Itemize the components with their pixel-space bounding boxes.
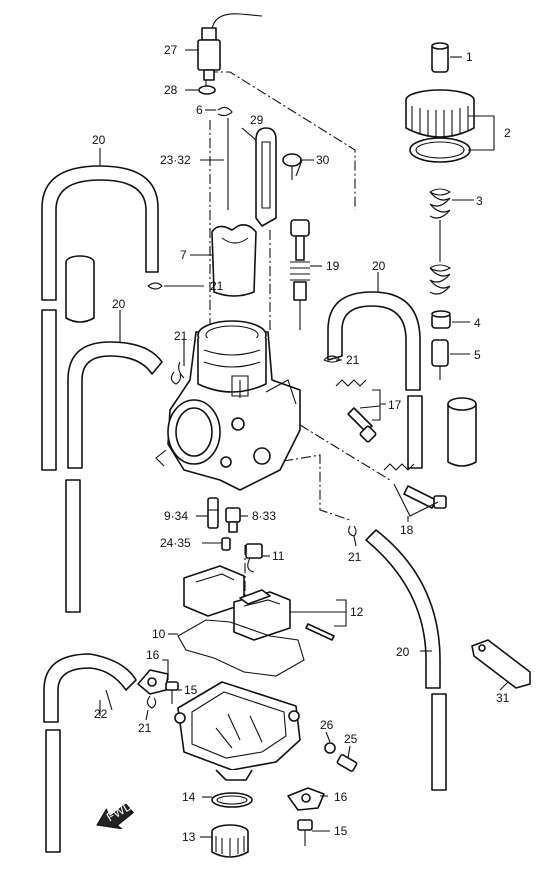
- part-1-cap-plug: [431, 42, 449, 73]
- callout-21-d: 21: [348, 550, 362, 564]
- part-19-plunger: [290, 219, 310, 330]
- callout-12: 12: [350, 605, 364, 619]
- callout-7: 7: [180, 248, 187, 262]
- part-25-drain-screw: [336, 754, 358, 772]
- callout-21-b: 21: [174, 329, 188, 343]
- part-11-needle-valve: [245, 543, 263, 573]
- part-8-33-pilot-jet: [225, 507, 241, 533]
- callout-16-b: 16: [334, 790, 348, 804]
- callout-15-a: 15: [184, 683, 198, 697]
- callout-13: 13: [182, 830, 196, 844]
- callout-3: 3: [476, 194, 483, 208]
- callout-2: 2: [504, 126, 511, 140]
- callout-18: 18: [400, 523, 414, 537]
- callout-4: 4: [474, 316, 481, 330]
- part-2-mixing-chamber-cap: [405, 89, 475, 163]
- float-bowl: [174, 681, 301, 781]
- part-22-hose-lower-left: [43, 653, 137, 853]
- part-21-clip-5: [146, 695, 157, 709]
- callout-17: 17: [388, 398, 402, 412]
- part-12-float: [183, 565, 335, 641]
- part-20-hose-left-upper: [41, 165, 159, 301]
- part-15-bolt-upper: [165, 681, 179, 704]
- callout-labels: 27 28 6 29 30 23·32 7 19 21 21 21 20 20 …: [92, 43, 511, 844]
- callout-21-e: 21: [138, 721, 152, 735]
- part-24-35-jet: [221, 537, 231, 551]
- leader-lines: [99, 49, 509, 838]
- callout-20-d: 20: [396, 645, 410, 659]
- part-31-bracket: [471, 639, 531, 689]
- part-28-o-ring: [198, 85, 216, 95]
- callout-20-c: 20: [372, 259, 386, 273]
- part-4-spring-seat: [431, 310, 451, 329]
- part-13-plug: [211, 824, 249, 858]
- part-30-screw: [282, 153, 302, 180]
- callout-1: 1: [466, 50, 473, 64]
- forward-arrow-icon: FWD: [96, 798, 135, 830]
- callout-23-32: 23·32: [160, 153, 191, 167]
- part-26-washer: [324, 742, 336, 754]
- callout-30: 30: [316, 153, 330, 167]
- callout-22: 22: [94, 707, 108, 721]
- callout-5: 5: [474, 348, 481, 362]
- callout-16-a: 16: [146, 648, 160, 662]
- part-20-hose-right-lower: [365, 529, 447, 791]
- part-5-needle-retainer: [431, 339, 449, 380]
- part-27-cable-adjuster: [197, 13, 263, 81]
- callout-15-b: 15: [334, 824, 348, 838]
- callout-20-b: 20: [112, 297, 126, 311]
- callout-8-33: 8·33: [252, 509, 276, 523]
- part-21-clip-4: [348, 525, 357, 537]
- part-21-clip-1: [147, 282, 163, 290]
- carburetor-body: [155, 320, 301, 491]
- callout-28: 28: [164, 83, 178, 97]
- part-16-clamp-lower: [287, 787, 325, 811]
- callout-29: 29: [250, 113, 264, 127]
- callout-14: 14: [182, 790, 196, 804]
- part-18-idle-screw: [383, 463, 447, 509]
- callout-31: 31: [496, 691, 510, 705]
- part-14-o-ring: [211, 792, 253, 808]
- callout-20-a: 20: [92, 133, 106, 147]
- part-10-gasket: [177, 619, 305, 677]
- part-7-throttle-valve: [211, 224, 257, 297]
- callout-6: 6: [196, 103, 203, 117]
- part-6-clip: [217, 106, 233, 117]
- plug-left-body: [65, 262, 95, 323]
- callout-27: 27: [164, 43, 178, 57]
- plug-right: [447, 397, 477, 467]
- callout-9-34: 9·34: [164, 509, 188, 523]
- part-21-clip-2: [170, 371, 182, 385]
- callout-10: 10: [152, 627, 166, 641]
- callout-24-35: 24·35: [160, 536, 191, 550]
- part-20-hose-right-upper: [327, 291, 423, 469]
- callout-11: 11: [272, 549, 285, 563]
- part-15-bolt-lower: [297, 819, 313, 846]
- callout-21-a: 21: [210, 279, 224, 293]
- callout-25: 25: [344, 732, 358, 746]
- part-29-throttle-link: [255, 127, 277, 227]
- part-16-clamp-upper: [137, 669, 169, 695]
- callout-19: 19: [326, 259, 340, 273]
- callout-26: 26: [320, 718, 334, 732]
- callout-21-c: 21: [346, 353, 360, 367]
- part-9-34-main-jet: [207, 497, 219, 529]
- part-20-hose-left-long: [41, 309, 163, 613]
- part-17-air-screw: [335, 379, 377, 443]
- part-3-spring: [429, 188, 452, 295]
